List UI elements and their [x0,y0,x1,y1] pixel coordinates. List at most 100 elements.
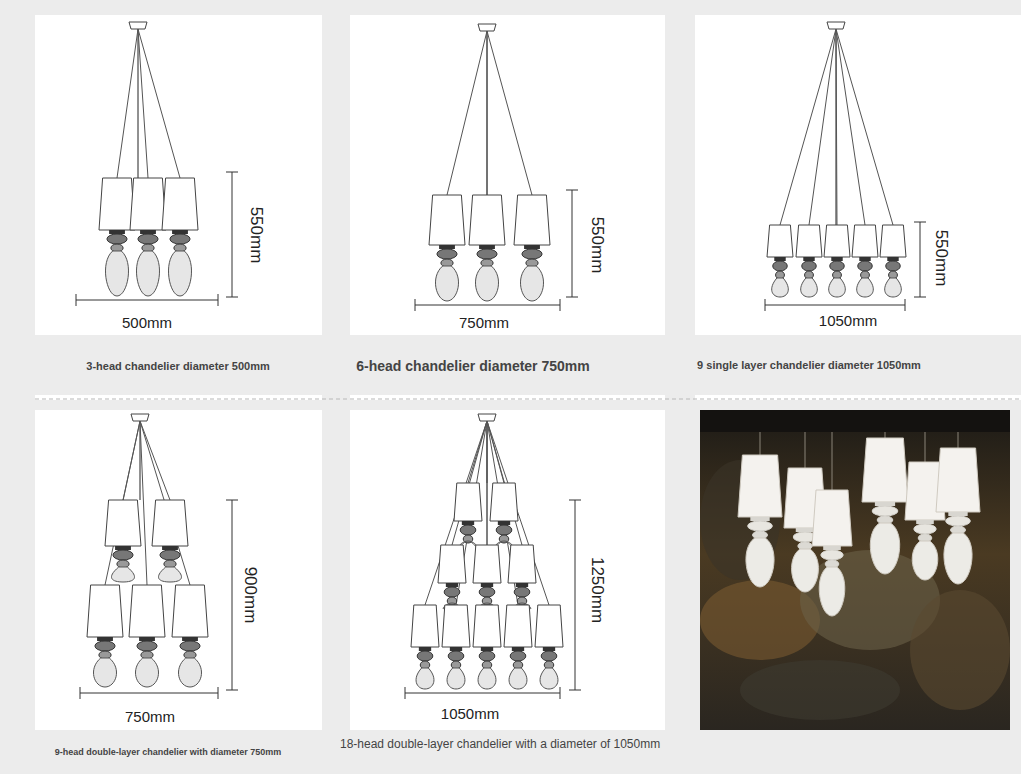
lamp-head [508,545,536,609]
lamp-shade [438,545,466,583]
suspension-wire [925,432,926,462]
dimension-label: 750mm [125,708,175,726]
panel-gap [1010,405,1021,735]
lamp-head [936,448,980,584]
dimension-tick [560,687,561,699]
lamp-body [416,668,434,689]
lamp-holder [450,647,462,651]
panel-gap [35,730,1021,774]
lamp-ornament [821,550,843,560]
lamp-shade [152,500,188,546]
lamp-shade [411,605,439,647]
lamp-shade [99,178,135,230]
dimension-tick [226,500,238,501]
lamp-body [111,567,134,582]
wall-texture [910,590,1010,710]
dimension-line [80,693,218,694]
lamp-body [475,266,498,301]
lamp-body [819,567,845,616]
lamp-body [772,278,789,297]
lamp-shade [429,195,465,245]
dimension-tick [914,222,926,223]
lamp-ornament [886,261,901,271]
lamp-ornament [137,641,157,651]
lamp-ornament [138,234,158,244]
lamp-shade [535,605,563,647]
lamp-ornament [448,651,464,661]
lamp-body [885,278,902,297]
lamp-head [469,195,505,301]
dimension-label: 550mm [587,217,607,274]
lamp-head [442,605,470,689]
lamp-ornament [858,261,873,271]
lamp-head [473,545,501,609]
panel-gap [665,405,700,735]
lamp-body [135,658,158,687]
lamp-ornament [872,506,898,516]
lamp-shade [129,585,165,637]
dimension-label: 1050mm [819,312,877,330]
lamp-body [136,251,159,296]
dimension-line [920,222,921,297]
dimension-tick [218,294,219,306]
lamp-shade [105,500,141,546]
lamp-shade [504,605,532,647]
suspension-wire [809,29,836,225]
suspension-wire [487,31,532,195]
lamp-head [87,585,123,687]
lamp-shade [172,585,208,637]
lamp-body [435,266,458,301]
lamp-shade [162,178,198,230]
dimension-label: 1050mm [441,705,499,723]
dimension-tick [905,299,906,311]
dimension-line [575,500,576,690]
ceiling-canopy [827,22,845,29]
lamp-head [105,500,141,582]
lamp-shade [130,178,166,230]
lamp-shade [490,483,518,521]
lamp-head [172,585,208,687]
lamp-holder [182,637,198,641]
suspension-wire [138,29,148,178]
lamp-ornament [170,234,190,244]
lamp-ornament [95,641,115,651]
lamp-holder [162,546,178,550]
panel-gap [0,400,1021,410]
lamp-shade [862,438,908,502]
lamp-shade [936,448,980,512]
lamp-holder [875,502,895,506]
suspension-wire [105,421,140,585]
suspension-wire [836,29,893,225]
lamp-head [504,605,532,689]
lamp-body [105,251,128,296]
dimension-line [232,500,233,690]
dimension-tick [405,687,406,699]
suspension-wire [958,432,959,448]
dashed-divider [35,398,1021,399]
lamp-holder [524,245,540,249]
suspension-wire [836,29,837,225]
lamp-ornament [748,521,773,531]
lamp-head [162,178,198,296]
caption-text: 9-head double-layer chandelier with diam… [55,747,282,758]
lamp-ornament [479,587,495,597]
panel-gap [322,405,350,735]
lamp-holder [419,647,431,651]
lamp-head [490,483,518,547]
lamp-ornament [773,261,788,271]
lamp-body [792,549,819,592]
lamp-ornament [107,234,127,244]
lamp-head [454,483,482,547]
lamp-head [129,585,165,687]
suspension-wire [885,432,886,438]
suspension-wire [832,432,833,490]
dimension-line [405,693,560,694]
lamp-holder [479,245,495,249]
lamp-holder [481,647,493,651]
lamp-holder [803,257,814,261]
lamp-shade [824,225,850,257]
suspension-wire [805,432,806,468]
caption-text: 18-head double-layer chandelier with a d… [340,737,670,751]
lamp-holder [446,583,458,587]
